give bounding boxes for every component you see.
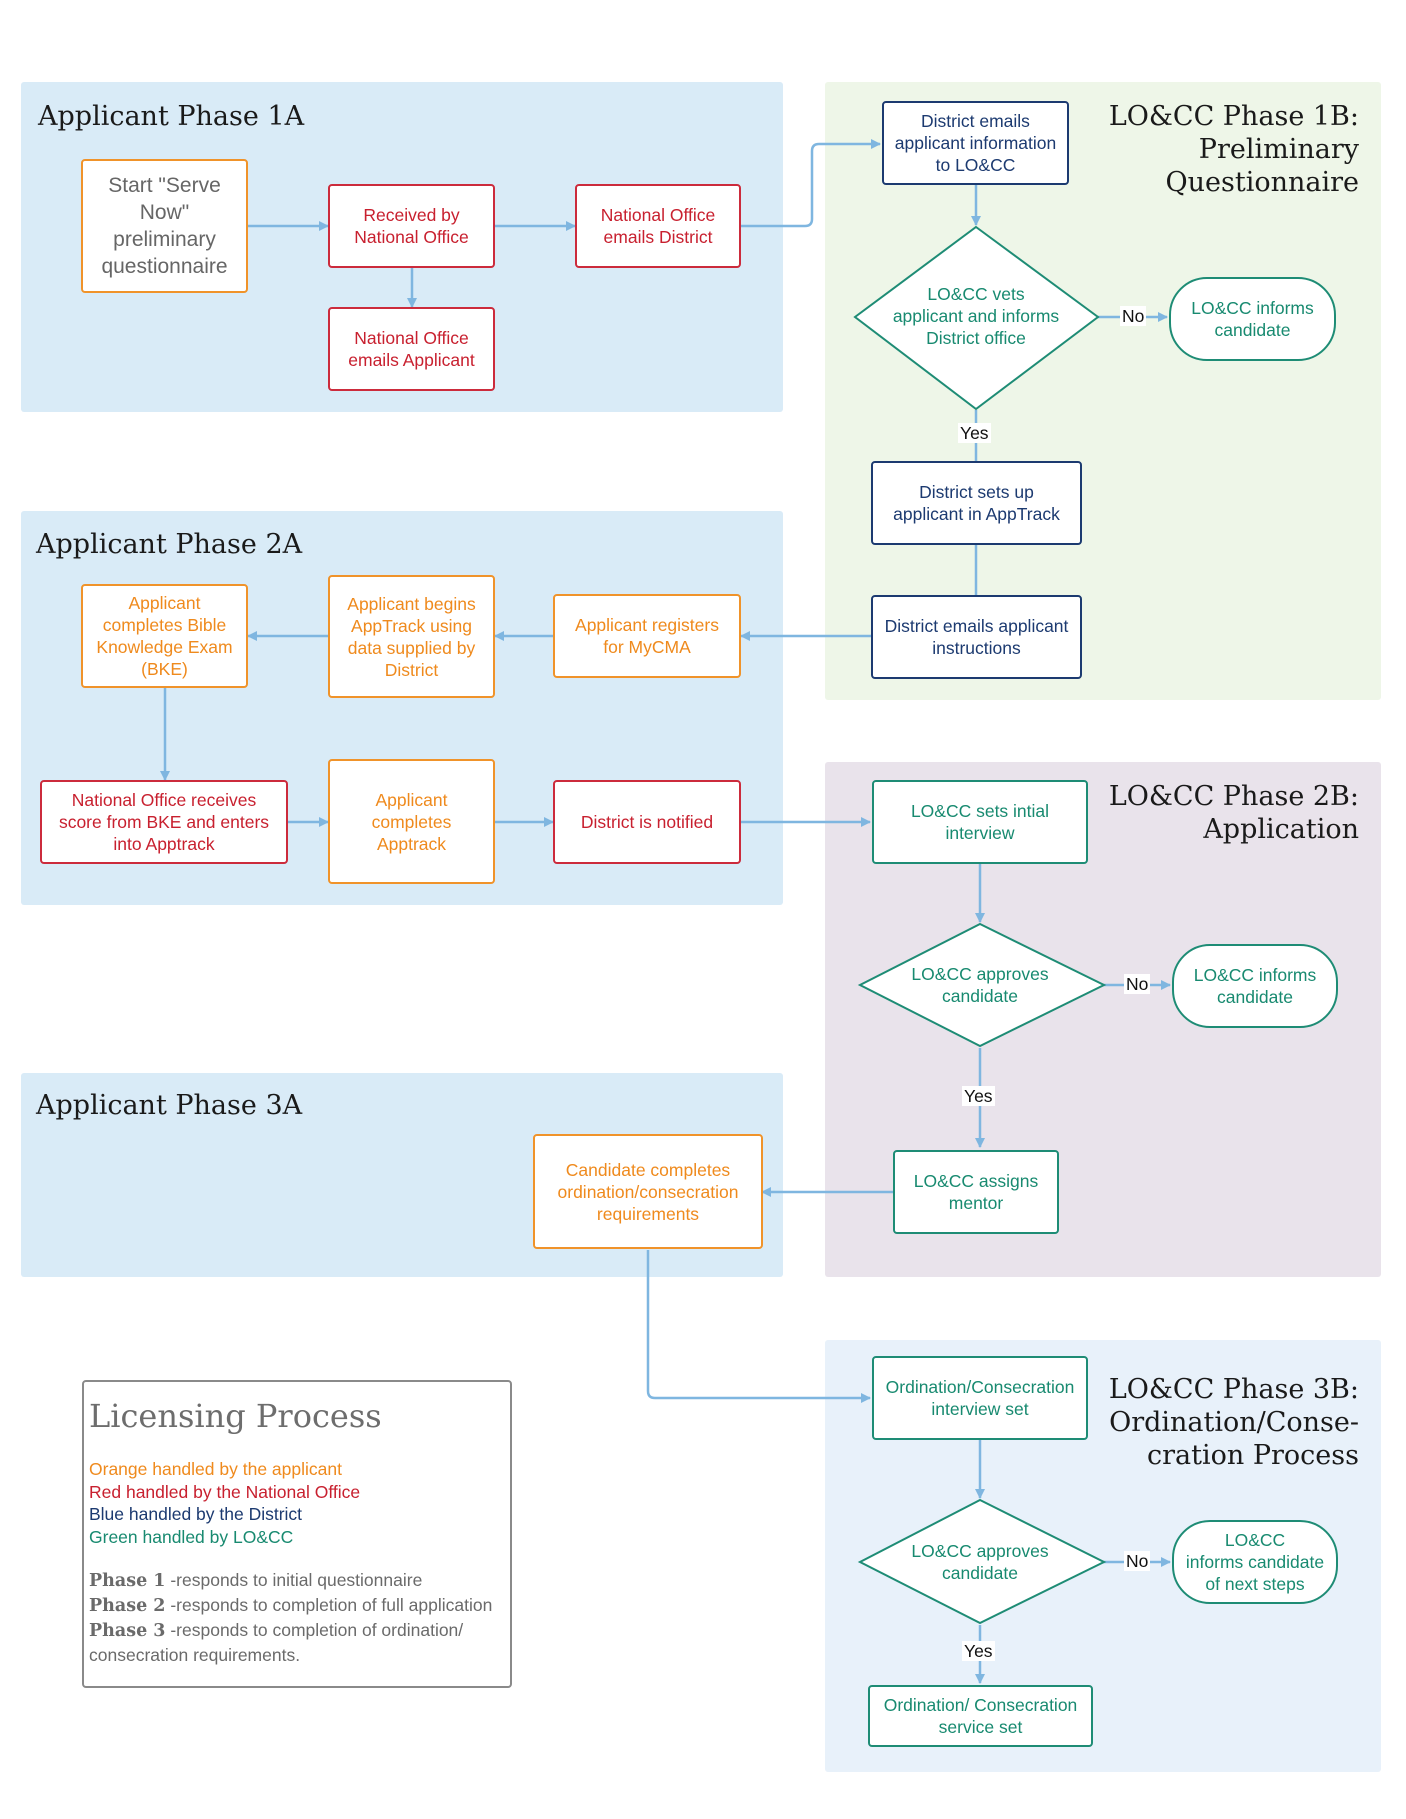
phase-2a-title: Applicant Phase 2A bbox=[36, 529, 303, 560]
informs-candidate-1-box: LO&CC informs candidate bbox=[1169, 277, 1336, 361]
phase-1a-title: Applicant Phase 1A bbox=[38, 101, 305, 132]
legend-phase-3: Phase 3 -responds to completion of ordin… bbox=[89, 1620, 464, 1665]
legend-phase-1: Phase 1 -responds to initial questionnai… bbox=[89, 1570, 423, 1591]
district-notified-box: District is notified bbox=[553, 780, 741, 864]
legend-orange: Orange handled by the applicant bbox=[89, 1459, 342, 1479]
edge-label-yes-1: Yes bbox=[958, 423, 991, 443]
phase-2b-title: LO&CC Phase 2B: Application bbox=[1108, 781, 1359, 845]
edge-label-no-1: No bbox=[1120, 306, 1147, 326]
district-emails-info-box: District emails applicant information to… bbox=[882, 101, 1069, 185]
vets-applicant-label: LO&CC vets applicant and informs Distric… bbox=[892, 284, 1060, 348]
legend-title: Licensing Process bbox=[89, 1397, 382, 1435]
legend-box: Licensing Process Orange handled by the … bbox=[82, 1380, 512, 1688]
national-office-emails-applicant-box: National Office emails Applicant bbox=[328, 307, 495, 391]
national-office-score-box: National Office receives score from BKE … bbox=[40, 780, 288, 864]
informs-candidate-2-box: LO&CC informs candidate bbox=[1172, 944, 1338, 1028]
district-sets-up-box: District sets up applicant in AppTrack bbox=[871, 461, 1082, 545]
diamond-vets bbox=[853, 225, 1100, 411]
district-emails-instructions-box: District emails applicant instructions bbox=[871, 595, 1082, 679]
ordination-interview-box: Ordination/Consecration interview set bbox=[872, 1356, 1088, 1440]
completes-apptrack-box: Applicant completes Apptrack bbox=[328, 759, 495, 884]
initial-interview-box: LO&CC sets intial interview bbox=[872, 780, 1088, 864]
edge-label-no-2: No bbox=[1124, 974, 1151, 994]
informs-next-steps-box: LO&CC informs candidate of next steps bbox=[1172, 1520, 1338, 1604]
begins-apptrack-box: Applicant begins AppTrack using data sup… bbox=[328, 575, 495, 698]
diamond-approves-1 bbox=[857, 922, 1107, 1048]
ordination-requirements-box: Candidate completes ordination/consecrat… bbox=[533, 1134, 763, 1249]
bible-knowledge-exam-box: Applicant completes Bible Knowledge Exam… bbox=[81, 584, 248, 688]
start-questionnaire-box: Start "Serve Now" preliminary questionna… bbox=[81, 159, 248, 293]
assigns-mentor-box: LO&CC assigns mentor bbox=[893, 1150, 1059, 1234]
legend-green: Green handled by LO&CC bbox=[89, 1526, 294, 1547]
phase-1b-title: LO&CC Phase 1B: Preliminary Questionnair… bbox=[1108, 101, 1359, 198]
edge-label-yes-2: Yes bbox=[962, 1086, 995, 1106]
edge-label-no-3: No bbox=[1124, 1551, 1151, 1571]
edge-requirements-to-ord-interview bbox=[646, 1250, 871, 1403]
phase-3a-title: Applicant Phase 3A bbox=[36, 1090, 303, 1121]
approves-candidate-2-label: LO&CC approves candidate bbox=[911, 1541, 1049, 1583]
received-by-national-office-box: Received by National Office bbox=[328, 184, 495, 268]
approves-candidate-1-label: LO&CC approves candidate bbox=[911, 964, 1049, 1006]
registers-mycma-box: Applicant registers for MyCMA bbox=[553, 594, 741, 678]
legend-red: Red handled by the National Office bbox=[89, 1481, 361, 1502]
national-office-emails-district-box: National Office emails District bbox=[575, 184, 741, 268]
legend-phase-2: Phase 2 -responds to completion of full … bbox=[89, 1595, 493, 1616]
legend-blue: Blue handled by the District bbox=[89, 1504, 303, 1524]
ordination-service-box: Ordination/ Consecration service set bbox=[868, 1685, 1093, 1747]
edge-label-yes-3: Yes bbox=[962, 1641, 995, 1661]
edge-no-to-district bbox=[741, 139, 881, 228]
phase-3b-title: LO&CC Phase 3B: Ordination/Conse- cratio… bbox=[1108, 1374, 1359, 1471]
diamond-approves-2 bbox=[857, 1498, 1107, 1625]
